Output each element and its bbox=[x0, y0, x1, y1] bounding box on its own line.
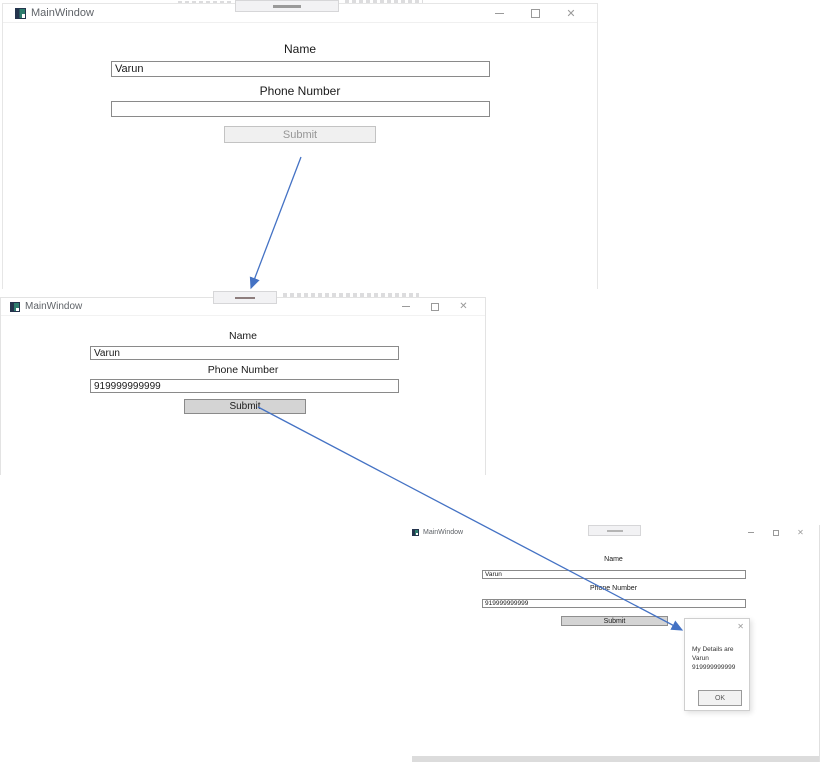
cutoff-window-tab bbox=[588, 525, 641, 536]
maximize-icon bbox=[772, 529, 779, 536]
name-label: Name bbox=[604, 556, 623, 563]
minimize-button[interactable] bbox=[481, 4, 517, 23]
name-label: Name bbox=[283, 42, 316, 56]
cutoff-window-tab bbox=[235, 0, 339, 12]
window-title: MainWindow bbox=[31, 7, 94, 19]
window-controls: ✕ bbox=[391, 298, 485, 315]
minimize-icon bbox=[747, 532, 754, 533]
close-button[interactable]: ✕ bbox=[566, 7, 576, 20]
window-title: MainWindow bbox=[423, 529, 464, 536]
drag-handle-icon bbox=[235, 296, 255, 299]
minimize-icon bbox=[494, 12, 504, 14]
submit-button[interactable]: Submit bbox=[561, 616, 668, 626]
titlebar[interactable]: MainWindow ✕ bbox=[1, 298, 485, 316]
name-input[interactable] bbox=[111, 61, 490, 77]
window-controls: ✕ bbox=[738, 525, 819, 540]
phone-label: Phone Number bbox=[259, 84, 341, 98]
app-icon bbox=[15, 7, 26, 19]
app-icon bbox=[412, 529, 419, 536]
message-line-1: My Details are bbox=[692, 646, 734, 653]
main-window-1: MainWindow ✕ Name Phone Number Submit bbox=[2, 3, 598, 289]
app-icon bbox=[10, 301, 20, 312]
close-icon[interactable]: ✕ bbox=[737, 622, 744, 631]
name-input[interactable] bbox=[482, 570, 746, 579]
maximize-button[interactable] bbox=[420, 298, 449, 316]
drag-handle-icon bbox=[273, 4, 301, 8]
main-window-2: MainWindow ✕ Name Phone Number Submit bbox=[0, 297, 486, 475]
maximize-icon bbox=[530, 8, 540, 18]
drag-handle-icon bbox=[606, 529, 623, 532]
minimize-button[interactable] bbox=[738, 525, 763, 540]
cutoff-text-artifact bbox=[345, 0, 423, 4]
window-title: MainWindow bbox=[25, 301, 83, 312]
close-button[interactable]: ✕ bbox=[797, 528, 804, 537]
minimize-icon bbox=[401, 306, 410, 307]
main-window-3: MainWindow ✕ Name Phone Number Submit bbox=[408, 525, 820, 762]
window-controls: ✕ bbox=[481, 4, 597, 22]
phone-input[interactable] bbox=[482, 599, 746, 608]
close-button[interactable]: ✕ bbox=[459, 301, 468, 312]
phone-label: Phone Number bbox=[589, 585, 638, 592]
minimize-button[interactable] bbox=[391, 298, 420, 316]
ok-button[interactable]: OK bbox=[698, 690, 742, 706]
cutoff-text-artifact bbox=[283, 293, 419, 297]
phone-input[interactable] bbox=[90, 379, 399, 393]
maximize-button[interactable] bbox=[517, 4, 553, 23]
name-input[interactable] bbox=[90, 346, 399, 360]
submit-button[interactable]: Submit bbox=[184, 399, 306, 414]
submit-button[interactable]: Submit bbox=[224, 126, 376, 143]
phone-input[interactable] bbox=[111, 101, 490, 117]
maximize-button[interactable] bbox=[763, 525, 788, 540]
window-bottom-edge bbox=[412, 756, 819, 762]
message-line-3: 919999999999 bbox=[692, 664, 736, 671]
message-line-2: Varun bbox=[692, 655, 709, 662]
maximize-icon bbox=[430, 302, 439, 311]
details-message-box: ✕ My Details are Varun 919999999999 OK bbox=[684, 618, 750, 711]
message-text: My Details are Varun 919999999999 bbox=[692, 645, 735, 672]
phone-label: Phone Number bbox=[207, 364, 279, 376]
cutoff-window-tab bbox=[213, 291, 277, 304]
name-label: Name bbox=[228, 330, 257, 342]
titlebar[interactable]: MainWindow ✕ bbox=[3, 4, 597, 23]
